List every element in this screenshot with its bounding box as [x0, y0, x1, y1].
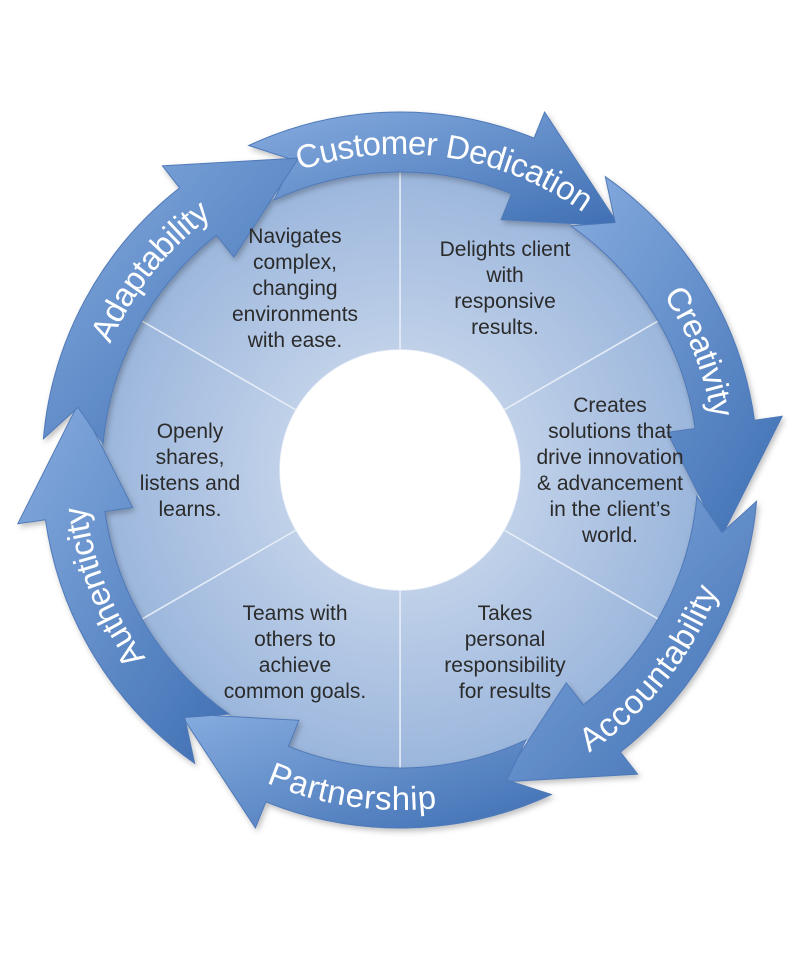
- arrow-adaptability: [42, 157, 300, 446]
- arrow-creativity: [569, 175, 784, 540]
- arrow-partnership: [179, 713, 553, 829]
- center-hub: [280, 350, 520, 590]
- outer-arrow-ring: [16, 111, 784, 829]
- inner-segments: [99, 169, 701, 771]
- arrow-customer-dedication: [247, 111, 621, 227]
- arrow-authenticity: [16, 400, 231, 765]
- arrow-accountability: [500, 494, 758, 783]
